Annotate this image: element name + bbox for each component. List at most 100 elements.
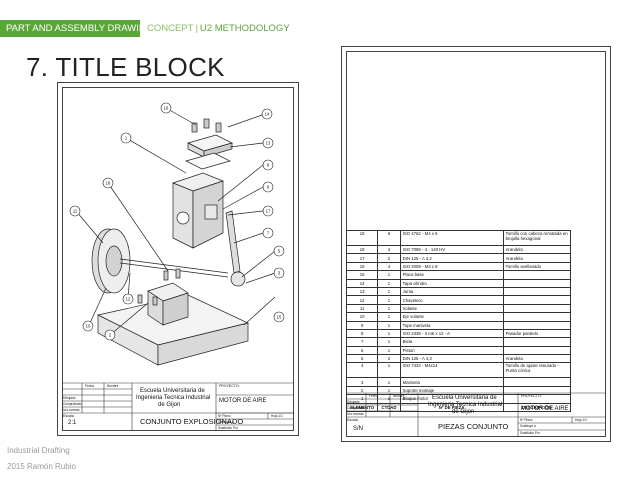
cell-text: 1	[387, 305, 391, 311]
balloon-number: 5	[278, 249, 281, 254]
tb-hoja: Hoja 1/1	[575, 418, 587, 422]
title-block-grid	[62, 382, 294, 431]
balloon-number: 16	[164, 106, 169, 111]
slide-title: 7. TITLE BLOCK	[26, 52, 225, 82]
part-balloon	[262, 227, 274, 239]
balloon-number: 15	[277, 315, 282, 320]
tb-plano-label: Nº Plano	[520, 418, 533, 422]
cell-text: 3	[360, 379, 364, 385]
cell-text-continued: brujulla hexagonal	[505, 236, 541, 241]
cell-text: DIN 125 - A 4,3	[402, 356, 432, 362]
part-balloon	[262, 137, 274, 149]
section-tag: PART AND ASSEMBLY DRAWING	[0, 20, 153, 37]
balloon-number: 11	[73, 209, 78, 214]
cell-text: 7	[360, 339, 364, 345]
tb-drawing-title: CONJUNTO EXPLOSIONADO	[140, 417, 244, 426]
drawing-frame	[62, 87, 294, 431]
footer-course: Industrial Drafting	[7, 446, 70, 455]
cell-text: 1	[387, 379, 391, 385]
balloon-number: 13	[266, 141, 271, 146]
part-balloon	[262, 159, 274, 171]
tb-project-name: MOTOR DE AIRE	[521, 406, 569, 412]
tb-plano-label: Nº Plano	[218, 414, 231, 418]
tb-escala-label: Escala	[63, 414, 74, 418]
balloon-number: 2	[109, 333, 112, 338]
cell-text: Tornillo con cabeza rematada en	[505, 231, 568, 236]
cell-text: 1	[387, 339, 391, 345]
cell-text: Arandela	[505, 255, 523, 261]
part-balloon	[273, 245, 285, 257]
column-header: DESCRIPCIÓN	[502, 402, 571, 413]
cell-text: 18	[359, 247, 365, 253]
balloon-number: 8	[267, 163, 270, 168]
cell-text: 4	[387, 263, 391, 269]
cantidad-cell: 2	[377, 354, 401, 364]
balloon-number: 3	[278, 271, 281, 276]
cell-text: Tapa cilindro	[402, 280, 427, 286]
cell-text: 1	[387, 363, 391, 369]
tb-scale-value: 2:1	[68, 420, 77, 426]
part-balloon	[82, 320, 94, 332]
cell-text: Pasador paralelo	[505, 331, 539, 337]
cell-text: 1	[387, 297, 391, 303]
cell-text: 16	[359, 263, 365, 269]
tb-col-fecha: Fecha	[369, 394, 378, 398]
cell-text: 1	[387, 289, 391, 295]
tb-proyecto-label: PROYECTO:	[219, 384, 240, 388]
cell-text: 9	[360, 322, 364, 328]
cell-text: 2	[387, 356, 391, 362]
tb-sustituido-por: Sustituido Por	[520, 431, 540, 435]
cell-text: 2	[387, 255, 391, 261]
cell-text: Placa base	[402, 272, 424, 278]
balloon-number: 7	[267, 231, 270, 236]
cell-text-continued: Punta cónica	[505, 368, 531, 374]
tb-school-line-3: de Gijon	[158, 402, 181, 408]
tb-row-dibujado: Dibujado	[347, 400, 360, 404]
cell-text: Arandela	[505, 247, 523, 253]
cell-text: 11	[359, 305, 365, 311]
part-balloon	[273, 311, 285, 323]
cell-text: 6	[360, 347, 364, 353]
tb-escala-label: Escala	[347, 418, 358, 422]
cell-text: Chavetero	[402, 297, 423, 303]
tb-sustituye-a: Sustituye a	[520, 424, 536, 428]
balloon-number: 12	[126, 297, 131, 302]
cell-text: 6	[387, 231, 391, 236]
breadcrumb-methodology: U2 METHODOLOGY	[199, 23, 290, 34]
tb-school-line-2: Ingenieria Tecnica Industrial	[428, 402, 503, 408]
cell-text: Volante	[402, 305, 418, 311]
balloon-number: 14	[265, 112, 270, 117]
part-balloon	[104, 329, 116, 341]
tb-school-line-1: Escuela Universitaria de	[432, 395, 497, 401]
exploded-drawing-sheet: 16 14 1 13 8 6 18 17 11 7 5 3 12 10 2 15	[57, 82, 299, 436]
balloon-number: 6	[267, 185, 270, 190]
tb-col-nombre: Nombre	[393, 394, 405, 398]
cell-text: Tope manivela	[402, 322, 431, 328]
tb-row-dibujado: Dibujado	[63, 396, 76, 400]
footer-author: 2015 Ramón Rubio	[7, 462, 76, 471]
tb-col-nombre: Nombre	[107, 384, 119, 388]
balloon-number: 18	[106, 181, 111, 186]
cell-text: 10	[359, 314, 365, 320]
cell-text: Manivela	[402, 379, 420, 385]
cell-text: 13	[359, 289, 365, 295]
cell-text: Piston	[402, 347, 415, 353]
tb-sustituye-a: Sustituye a	[218, 420, 234, 424]
tb-school-line-1: Escuela Universitaria de	[140, 388, 205, 394]
cell-text: Tornillo de ajuste ranurado -	[505, 363, 559, 369]
cell-text: 4	[360, 363, 364, 369]
part-balloons	[69, 102, 285, 341]
tb-school-line-3: de Gijon	[452, 409, 475, 415]
cell-text: 1	[387, 322, 391, 328]
title-block-grid	[346, 392, 606, 437]
cell-text: Soporte montaje	[402, 388, 435, 394]
tb-school-line-2: Ingenieria Tecnica Industrial	[136, 395, 211, 401]
cell-text: Tornillo avellanado	[505, 263, 542, 269]
tb-drawing-title: PIEZAS CONJUNTO	[438, 422, 509, 431]
tb-row-comprobado: Comprobado	[63, 402, 82, 406]
cell-text: ISO 7089 - 4 - 140 HV	[402, 247, 446, 253]
tb-row-normas: Id.s.normas	[63, 408, 80, 412]
part-balloon	[273, 267, 285, 279]
